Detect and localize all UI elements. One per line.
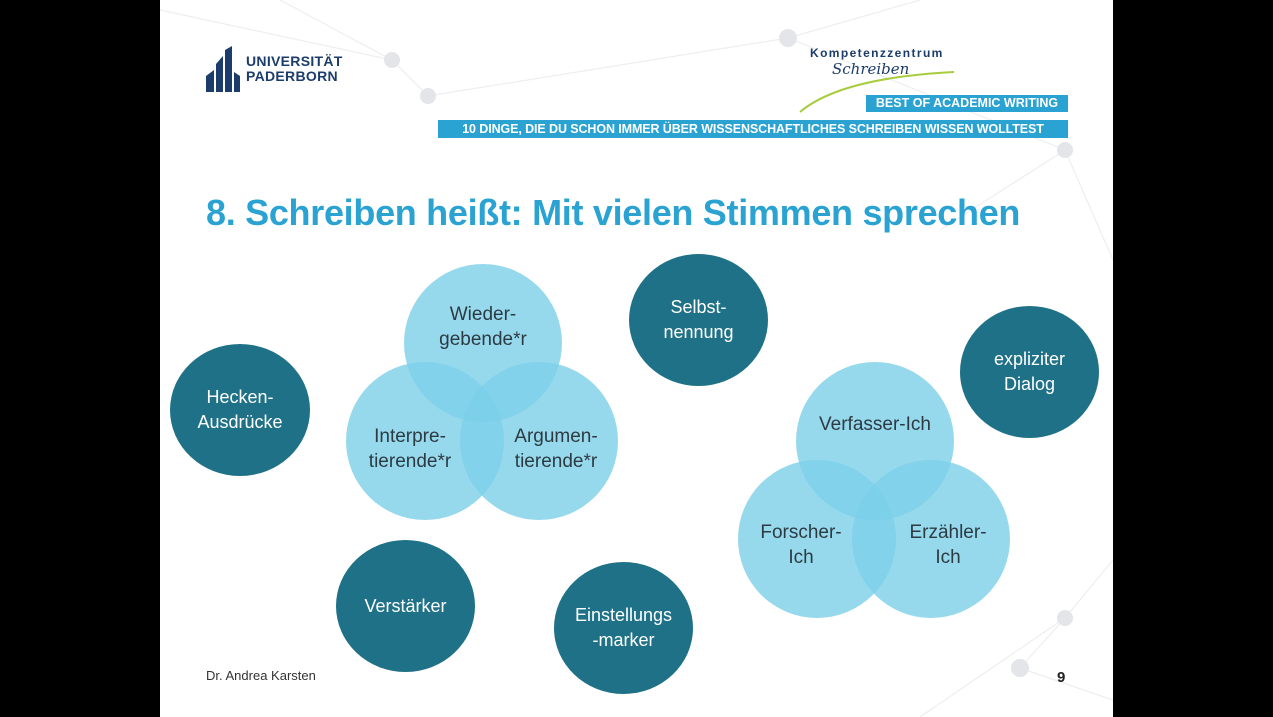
venn-right-label-right: Erzähler- Ich <box>909 522 987 568</box>
venn-right-circle-right <box>852 460 1010 618</box>
venn-right-label-left: Forscher- Ich <box>760 522 842 568</box>
circle-selbstnennung-label: Selbst- nennung <box>663 297 734 342</box>
circle-expliziter-dialog: expliziter Dialog <box>960 306 1099 438</box>
slide-title: 8. Schreiben heißt: Mit vielen Stimmen s… <box>206 192 1021 233</box>
university-name-line2: PADERBORN <box>246 68 338 84</box>
circle-hecken-ausdruecke: Hecken- Ausdrücke <box>170 344 310 476</box>
circle-verstaerker: Verstärker <box>336 540 475 672</box>
venn-left-label-left: Interpre- tierende*r <box>368 426 452 472</box>
circle-verstaerker-label: Verstärker <box>364 595 447 616</box>
circle-selbstnennung: Selbst- nennung <box>629 254 768 386</box>
university-name-line1: UNIVERSITÄT <box>246 53 343 69</box>
slide: UNIVERSITÄT PADERBORN Kompetenzzentrum S… <box>160 0 1113 717</box>
center-name-line2: Schreiben <box>832 60 910 78</box>
swoosh-decoration <box>799 71 955 113</box>
circle-einstellungsmarker: Einstellungs -marker <box>554 562 693 694</box>
band-series-title: 10 DINGE, DIE DU SCHON IMMER ÜBER WISSEN… <box>438 120 1068 138</box>
university-logo-icon <box>206 46 240 92</box>
circle-hecken-label: Hecken- Ausdrücke <box>197 387 283 432</box>
page-number: 9 <box>1057 669 1066 686</box>
university-logo: UNIVERSITÄT PADERBORN <box>206 46 343 92</box>
venn-left-label-top: Wieder- gebende*r <box>439 304 527 350</box>
circle-einstellung-label: Einstellungs -marker <box>574 605 673 650</box>
venn-right-label-top: Verfasser-Ich <box>819 414 931 435</box>
center-name-line1: Kompetenzzentrum <box>810 46 944 60</box>
venn-left-label-right: Argumen- tierende*r <box>514 426 598 472</box>
network-background <box>160 0 1113 717</box>
circle-dialog-label: expliziter Dialog <box>993 349 1066 394</box>
band-best-of-academic-writing: BEST OF ACADEMIC WRITING <box>866 95 1068 112</box>
footer-author: Dr. Andrea Karsten <box>206 668 316 683</box>
center-logo: Kompetenzzentrum Schreiben <box>810 46 944 78</box>
venn-left-circle-right <box>460 362 618 520</box>
